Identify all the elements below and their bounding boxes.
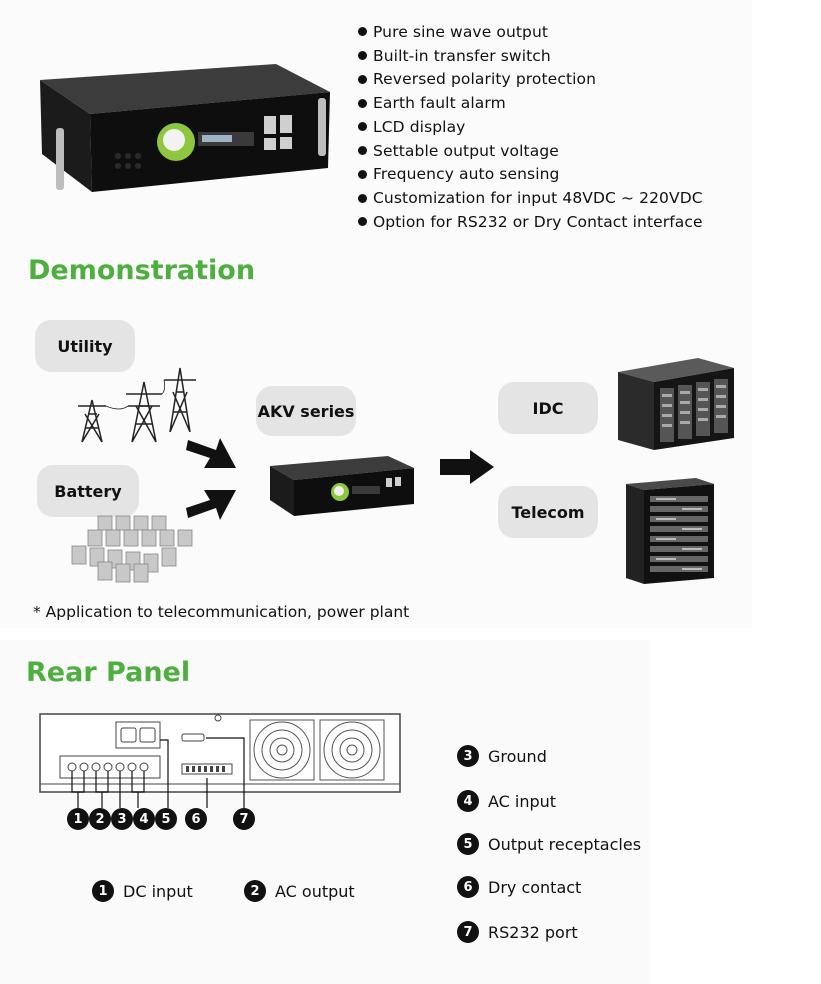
- bullet-icon: [358, 74, 367, 84]
- feature-item: Settable output voltage: [358, 139, 703, 163]
- feature-item: LCD display: [358, 115, 703, 139]
- rear-panel-diagram: [39, 713, 401, 808]
- legend-item-rs232-port: 7 RS232 port: [457, 921, 578, 943]
- legend-item-ac-output: 2 AC output: [244, 880, 355, 902]
- legend-label: RS232 port: [488, 922, 578, 942]
- legend-item-dc-input: 1 DC input: [92, 880, 193, 902]
- utility-label: Utility: [35, 320, 135, 372]
- power-tower-icon: [78, 367, 196, 443]
- feature-item: Built-in transfer switch: [358, 44, 703, 68]
- feature-text: Customization for input 48VDC ~ 220VDC: [373, 189, 703, 208]
- application-note: * Application to telecommunication, powe…: [33, 603, 410, 621]
- panel-badge-3: 3: [111, 808, 133, 830]
- legend-label: AC input: [488, 791, 557, 811]
- bullet-icon: [358, 122, 367, 132]
- telecom-label: Telecom: [498, 486, 598, 538]
- akv-inverter-photo: [270, 456, 414, 516]
- feature-list: Pure sine wave output Built-in transfer …: [358, 20, 703, 234]
- panel-badge-1: 1: [67, 808, 89, 830]
- legend-number-badge: 2: [244, 880, 266, 902]
- bullet-icon: [358, 169, 367, 179]
- feature-item: Frequency auto sensing: [358, 163, 703, 187]
- bullet-icon: [358, 193, 367, 203]
- legend-item-ac-input: 4 AC input: [457, 790, 556, 812]
- legend-item-dry-contact: 6 Dry contact: [457, 876, 581, 898]
- bullet-icon: [358, 51, 367, 61]
- arrow-right-icon: [440, 450, 494, 484]
- legend-label: DC input: [123, 881, 193, 901]
- feature-item: Earth fault alarm: [358, 91, 703, 115]
- legend-number-badge: 1: [92, 880, 114, 902]
- legend-number-badge: 7: [457, 921, 479, 943]
- legend-item-output-receptacles: 5 Output receptacles: [457, 833, 641, 855]
- arrow-down-right-icon: [186, 438, 236, 468]
- feature-text: Pure sine wave output: [373, 22, 549, 41]
- feature-text: Frequency auto sensing: [373, 165, 560, 184]
- feature-text: Reversed polarity protection: [373, 70, 597, 89]
- legend-number-badge: 5: [457, 833, 479, 855]
- legend-number-badge: 3: [457, 745, 479, 767]
- panel-badge-6: 6: [185, 808, 207, 830]
- idc-label: IDC: [498, 382, 598, 434]
- feature-item: Customization for input 48VDC ~ 220VDC: [358, 186, 703, 210]
- panel-badge-2: 2: [89, 808, 111, 830]
- legend-number-badge: 4: [457, 790, 479, 812]
- feature-text: Earth fault alarm: [373, 94, 506, 113]
- bullet-icon: [358, 217, 367, 227]
- server-rack-icon: [618, 358, 734, 450]
- legend-label: AC output: [275, 881, 355, 901]
- panel-badge-4: 4: [133, 808, 155, 830]
- akv-series-label: AKV series: [256, 386, 356, 436]
- legend-label: Ground: [488, 746, 547, 766]
- legend-number-badge: 6: [457, 876, 479, 898]
- feature-text: Settable output voltage: [373, 141, 559, 160]
- legend-item-ground: 3 Ground: [457, 745, 547, 767]
- bullet-icon: [358, 27, 367, 37]
- panel-badge-5: 5: [155, 808, 177, 830]
- telecom-rack-icon: [626, 478, 714, 584]
- rear-panel-heading: Rear Panel: [26, 657, 191, 688]
- bullet-icon: [358, 146, 367, 156]
- feature-item: Reversed polarity protection: [358, 68, 703, 92]
- feature-text: Option for RS232 or Dry Contact interfac…: [373, 212, 703, 231]
- product-photo: [40, 64, 330, 192]
- battery-pack-icon: [71, 515, 193, 583]
- feature-item: Option for RS232 or Dry Contact interfac…: [358, 210, 703, 234]
- demonstration-heading: Demonstration: [28, 255, 256, 286]
- legend-label: Dry contact: [488, 877, 582, 897]
- legend-label: Output receptacles: [488, 834, 642, 854]
- bullet-icon: [358, 98, 367, 108]
- feature-item: Pure sine wave output: [358, 20, 703, 44]
- feature-text: LCD display: [373, 117, 466, 136]
- feature-text: Built-in transfer switch: [373, 46, 551, 65]
- battery-label: Battery: [37, 465, 139, 517]
- arrow-up-right-icon: [186, 490, 236, 520]
- panel-badge-7: 7: [233, 808, 255, 830]
